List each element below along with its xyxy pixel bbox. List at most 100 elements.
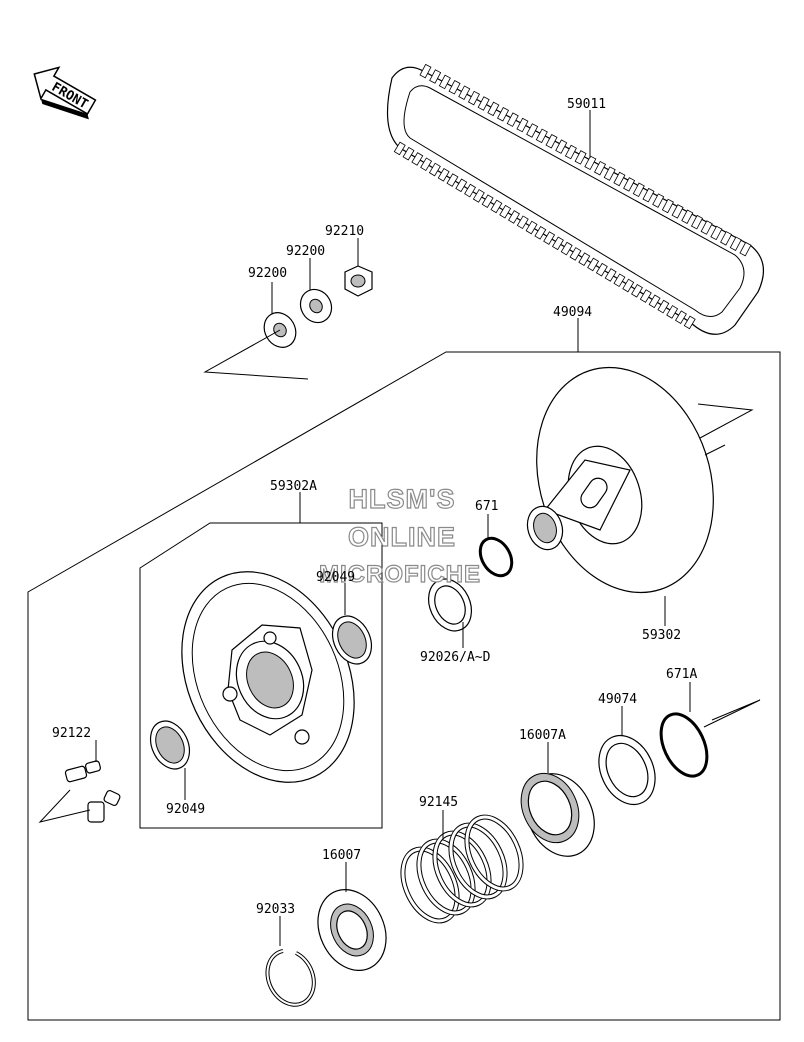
belt-tooth (448, 80, 461, 95)
belt-tooth (472, 189, 485, 203)
label-671: 671 (475, 499, 498, 514)
belt-tooth (681, 209, 694, 225)
label-59302A: 59302A (270, 479, 317, 494)
label-59011: 59011 (567, 97, 606, 112)
belt-tooth (578, 252, 591, 266)
watermark-line-2: ONLINE (348, 522, 456, 552)
watermark-line-3: MICROFICHE (319, 561, 481, 588)
part-labels: 59011 92210 92200 92200 49094 59302A 671… (52, 97, 697, 917)
watermark-line-1: HLSM'S (349, 484, 456, 514)
grease-fittings-92122 (38, 760, 121, 823)
washer-92200-upper (299, 288, 333, 324)
movable-sheave-59302A (181, 571, 355, 783)
belt-tooth (639, 289, 652, 303)
belt-tooth (525, 220, 538, 235)
belt-tooth (604, 268, 617, 282)
label-92210: 92210 (325, 224, 364, 239)
cam-16007A (520, 772, 595, 857)
belt-tooth (446, 173, 459, 187)
belt-tooth (690, 214, 703, 230)
shim-49074 (598, 734, 656, 806)
spring-coil (465, 815, 523, 891)
belt-tooth (560, 241, 573, 256)
label-16007A: 16007A (519, 728, 566, 743)
belt-tooth (429, 69, 442, 84)
belt-tooth (623, 177, 636, 192)
label-92026: 92026/A~D (420, 650, 491, 665)
spring-coil (401, 847, 459, 923)
belt-tooth (516, 117, 529, 133)
bushing-92049-upper (331, 615, 373, 665)
belt-tooth (455, 178, 468, 193)
belt-tooth (574, 150, 587, 165)
belt-tooth (516, 215, 529, 230)
belt-tooth (477, 96, 490, 111)
label-92200-a: 92200 (286, 244, 325, 259)
label-49074: 49074 (598, 692, 637, 707)
belt-tooth (622, 278, 635, 293)
label-92049-lower: 92049 (166, 802, 205, 817)
belt-tooth (666, 305, 679, 319)
label-671A: 671A (666, 667, 697, 682)
belt-tooth (584, 155, 597, 171)
belt-tooth (402, 146, 415, 161)
bushing-92049-lower (149, 720, 191, 770)
cam-16007 (317, 889, 387, 971)
belt-tooth (555, 139, 568, 154)
belt-tooth (535, 128, 548, 144)
watermark: HLSM'S ONLINE MICROFICHE (318, 483, 481, 588)
label-92200-b: 92200 (248, 266, 287, 281)
shim-92026 (427, 578, 473, 632)
spring-92145 (400, 814, 524, 924)
belt-tooth (720, 231, 733, 246)
label-49094: 49094 (553, 305, 592, 320)
belt-tooth (648, 294, 661, 309)
label-92122: 92122 (52, 726, 91, 741)
belt-tooth (710, 225, 723, 241)
belt-tooth (595, 262, 608, 277)
belt-tooth (419, 63, 432, 79)
belt-tooth (490, 199, 503, 214)
belt-tooth (657, 299, 670, 314)
label-92145: 92145 (419, 795, 458, 810)
subassembly-frame (139, 522, 383, 829)
spring-coil (449, 823, 507, 899)
belt-tooth (545, 133, 558, 149)
belt-tooth (729, 236, 742, 251)
belt-tooth (594, 160, 607, 176)
belt-tooth (481, 194, 494, 208)
belt-tooth (438, 74, 451, 90)
belt-tooth (543, 231, 556, 245)
belt-tooth (631, 283, 643, 298)
belt-tooth (420, 157, 433, 172)
belt-tooth (739, 241, 752, 257)
drive-belt (386, 63, 765, 335)
belt-tooth (603, 166, 616, 181)
belt-tooth (487, 101, 500, 117)
belt-tooth (551, 236, 564, 251)
belt-tooth (506, 112, 519, 127)
label-92049-upper: 92049 (316, 570, 355, 585)
driven-pulley-59302 (526, 366, 754, 594)
belt-tooth (393, 141, 406, 156)
belt-teeth (393, 63, 752, 330)
belt-tooth (464, 183, 476, 198)
label-16007: 16007 (322, 848, 361, 863)
assembly-frame (27, 351, 781, 1021)
belt-tooth (613, 273, 626, 288)
belt-tooth (564, 144, 577, 160)
belt-tooth (499, 204, 512, 219)
belt-tooth (671, 204, 684, 219)
belt-tooth (508, 210, 520, 224)
belt-tooth (497, 107, 510, 122)
nut-92210 (344, 265, 373, 297)
belt-tooth (428, 162, 441, 177)
o-ring-671A (659, 712, 709, 778)
belt-tooth (411, 152, 424, 166)
belt-tooth (661, 198, 674, 214)
belt-tooth (675, 310, 687, 324)
o-ring-671 (478, 536, 514, 578)
belt-tooth (467, 90, 480, 106)
belt-tooth (632, 182, 645, 198)
